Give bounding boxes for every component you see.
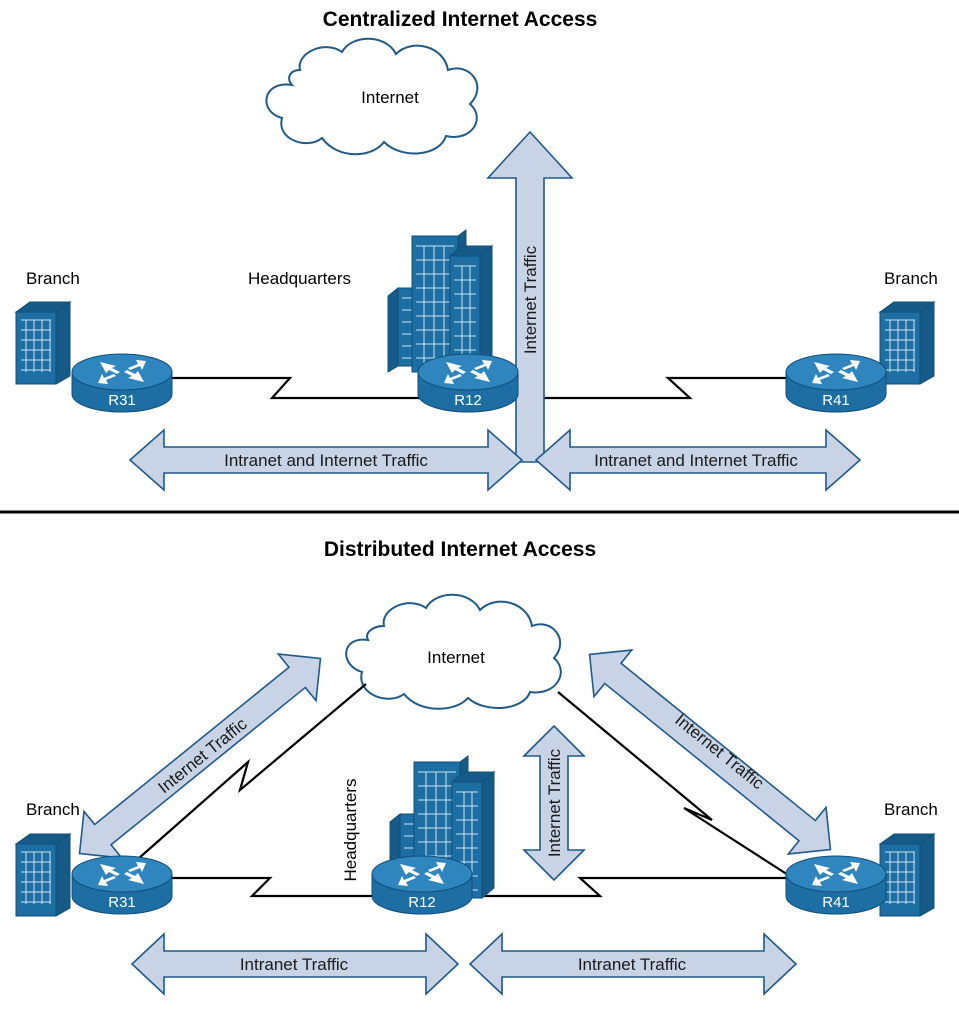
bottom-left-intranet-label: Intranet Traffic <box>240 955 349 974</box>
bottom-link-r31-cloud <box>129 683 367 867</box>
bottom-link-cloud-r41 <box>557 691 797 881</box>
bottom-left-internet-arrow-label: Internet Traffic <box>154 714 251 797</box>
top-router-r31-label: R31 <box>108 392 136 409</box>
top-router-r41-label: R41 <box>822 392 850 409</box>
top-right-arrow-label: Intranet and Internet Traffic <box>594 451 798 470</box>
bottom-router-r41-label: R41 <box>822 894 850 911</box>
bottom-branch-right-building-icon <box>879 833 935 917</box>
bottom-right-internet-arrow <box>588 649 832 855</box>
bottom-left-internet-arrow <box>78 653 322 859</box>
top-branch-right-label: Branch <box>884 269 938 288</box>
bottom-hq-label: Headquarters <box>341 778 360 881</box>
bottom-right-intranet-arrow <box>468 932 798 996</box>
top-internet-traffic-arrow <box>486 130 574 463</box>
bottom-link-r12-r41 <box>470 876 788 898</box>
top-branch-right-building-icon <box>879 301 935 385</box>
bottom-link-r31-r12 <box>170 876 372 898</box>
bottom-vertical-internet-arrow <box>522 724 586 882</box>
top-title: Centralized Internet Access <box>323 8 598 31</box>
top-link-r31-r12 <box>170 376 420 400</box>
bottom-internet-cloud <box>345 593 562 710</box>
bottom-branch-left-building-icon <box>15 833 71 917</box>
bottom-internet-label: Internet <box>427 648 485 667</box>
top-right-intranet-internet-arrow <box>534 428 862 492</box>
bottom-branch-right-label: Branch <box>884 800 938 819</box>
top-left-arrow-label: Intranet and Internet Traffic <box>224 451 428 470</box>
bottom-right-intranet-label: Intranet Traffic <box>578 955 687 974</box>
top-hq-label: Headquarters <box>248 269 351 288</box>
bottom-left-intranet-arrow <box>130 932 460 996</box>
top-branch-left-building-icon <box>15 301 71 385</box>
bottom-vertical-arrow-label: Internet Traffic <box>545 748 564 857</box>
top-internet-label: Internet <box>361 88 419 107</box>
top-router-r12-label: R12 <box>454 392 482 409</box>
bottom-right-internet-arrow-label: Internet Traffic <box>671 710 768 793</box>
top-internet-cloud <box>265 37 479 156</box>
top-left-intranet-internet-arrow <box>128 428 524 492</box>
bottom-router-r12-label: R12 <box>408 894 436 911</box>
top-link-r12-r41 <box>518 376 788 400</box>
bottom-router-r31-label: R31 <box>108 894 136 911</box>
top-hq-building-icon <box>387 229 493 373</box>
top-internet-traffic-label: Internet Traffic <box>521 245 540 354</box>
bottom-branch-left-label: Branch <box>26 800 80 819</box>
bottom-title: Distributed Internet Access <box>324 538 596 561</box>
top-branch-left-label: Branch <box>26 269 80 288</box>
